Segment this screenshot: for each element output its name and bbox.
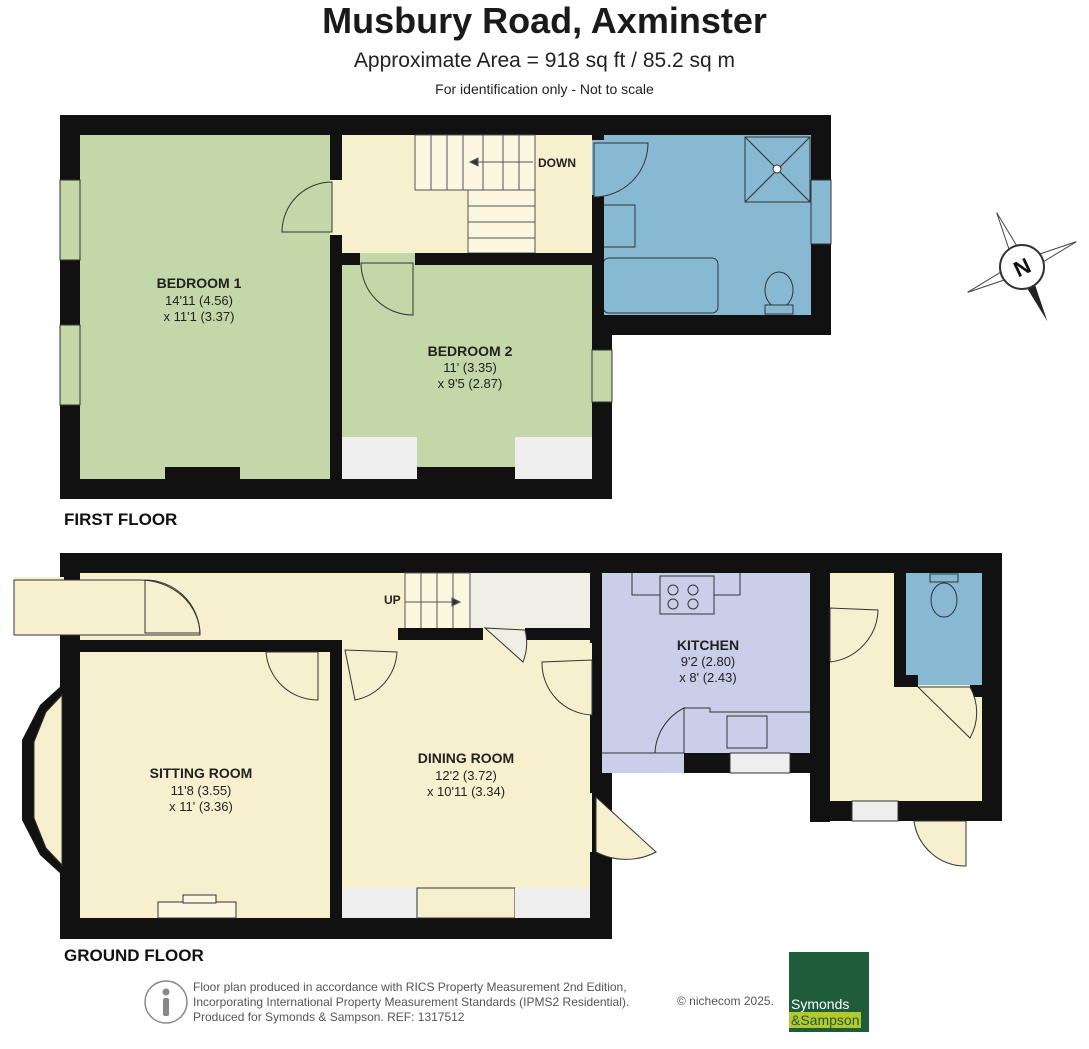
cupboard bbox=[342, 888, 417, 918]
kitchen-window bbox=[729, 752, 791, 774]
bedroom-1-window bbox=[59, 324, 81, 406]
bedroom-2-window bbox=[591, 349, 613, 403]
footer-text: Floor plan produced in accordance with R… bbox=[193, 980, 629, 1025]
first-floor-plan: BEDROOM 1 14'11 (4.56) x 11'1 (3.37) BED… bbox=[59, 115, 832, 499]
room-dimension: 14'11 (4.56) bbox=[165, 293, 233, 308]
room-label-kitchen: KITCHEN bbox=[677, 637, 739, 653]
first-floor-label: FIRST FLOOR bbox=[64, 510, 178, 529]
room-dimension: x 8' (2.43) bbox=[679, 670, 736, 685]
cupboard bbox=[515, 888, 592, 918]
lobby-window bbox=[851, 800, 899, 822]
bathroom-window bbox=[810, 179, 832, 245]
room-dimension: 11'8 (3.55) bbox=[171, 783, 232, 798]
room-dimension: x 10'11 (3.34) bbox=[427, 784, 505, 799]
hob bbox=[659, 575, 715, 615]
bathroom-fixtures bbox=[602, 136, 811, 315]
bedroom-1-area bbox=[80, 135, 330, 479]
brand-logo-text: Symonds bbox=[791, 996, 850, 1012]
room-dimension: 11' (3.35) bbox=[443, 360, 497, 375]
stairs-down-label: DOWN bbox=[538, 156, 576, 170]
room-dimension: x 11' (3.36) bbox=[169, 799, 233, 814]
toilet bbox=[930, 582, 958, 618]
stairs-up-label: UP bbox=[384, 593, 401, 607]
wardrobe bbox=[342, 437, 417, 479]
bay-window bbox=[33, 693, 63, 867]
room-label-dining-room: DINING ROOM bbox=[418, 750, 514, 766]
sitting-room-area bbox=[80, 652, 330, 918]
brand-logo-text: &Sampson bbox=[789, 1012, 862, 1028]
room-label-sitting-room: SITTING ROOM bbox=[150, 765, 253, 781]
basin bbox=[602, 204, 636, 248]
room-dimension: x 11'1 (3.37) bbox=[164, 309, 235, 324]
footer-line: Incorporating International Property Mea… bbox=[193, 995, 630, 1009]
door-swings bbox=[144, 579, 978, 867]
copyright-text: © nichecom 2025. bbox=[677, 994, 774, 1008]
room-dimension: 12'2 (3.72) bbox=[435, 768, 497, 783]
footer-line: Produced for Symonds & Sampson. REF: 131… bbox=[193, 1010, 465, 1024]
info-person-icon bbox=[144, 980, 188, 1024]
ground-floor-plan: SITTING ROOM 11'8 (3.55) x 11' (3.36) DI… bbox=[13, 553, 1002, 939]
scale-note: For identification only - Not to scale bbox=[435, 81, 654, 97]
room-dimension: x 9'5 (2.87) bbox=[438, 376, 503, 391]
brand-logo: Symonds &Sampson bbox=[789, 952, 869, 1032]
page-title: Musbury Road, Axminster bbox=[322, 0, 767, 41]
front-door-swing bbox=[13, 579, 201, 636]
north-compass-icon: N bbox=[967, 212, 1077, 322]
ground-floor-stairs bbox=[404, 572, 471, 632]
wardrobe bbox=[515, 437, 592, 479]
first-floor-stairs bbox=[414, 134, 536, 254]
area-subtitle: Approximate Area = 918 sq ft / 85.2 sq m bbox=[353, 49, 736, 72]
kitchen-fixtures bbox=[631, 573, 810, 753]
bedroom-1-window bbox=[59, 179, 81, 261]
room-label-bedroom-1: BEDROOM 1 bbox=[157, 275, 242, 291]
chimney-breast bbox=[416, 887, 516, 919]
room-dimension: 9'2 (2.80) bbox=[681, 654, 736, 669]
ground-floor-label: GROUND FLOOR bbox=[64, 946, 204, 965]
kitchen-sink bbox=[726, 715, 768, 749]
door-swings bbox=[281, 142, 649, 316]
bath bbox=[602, 257, 719, 314]
toilet bbox=[764, 271, 794, 309]
room-label-bedroom-2: BEDROOM 2 bbox=[428, 343, 513, 359]
footer-line: Floor plan produced in accordance with R… bbox=[193, 980, 627, 994]
fireplace bbox=[157, 901, 237, 919]
